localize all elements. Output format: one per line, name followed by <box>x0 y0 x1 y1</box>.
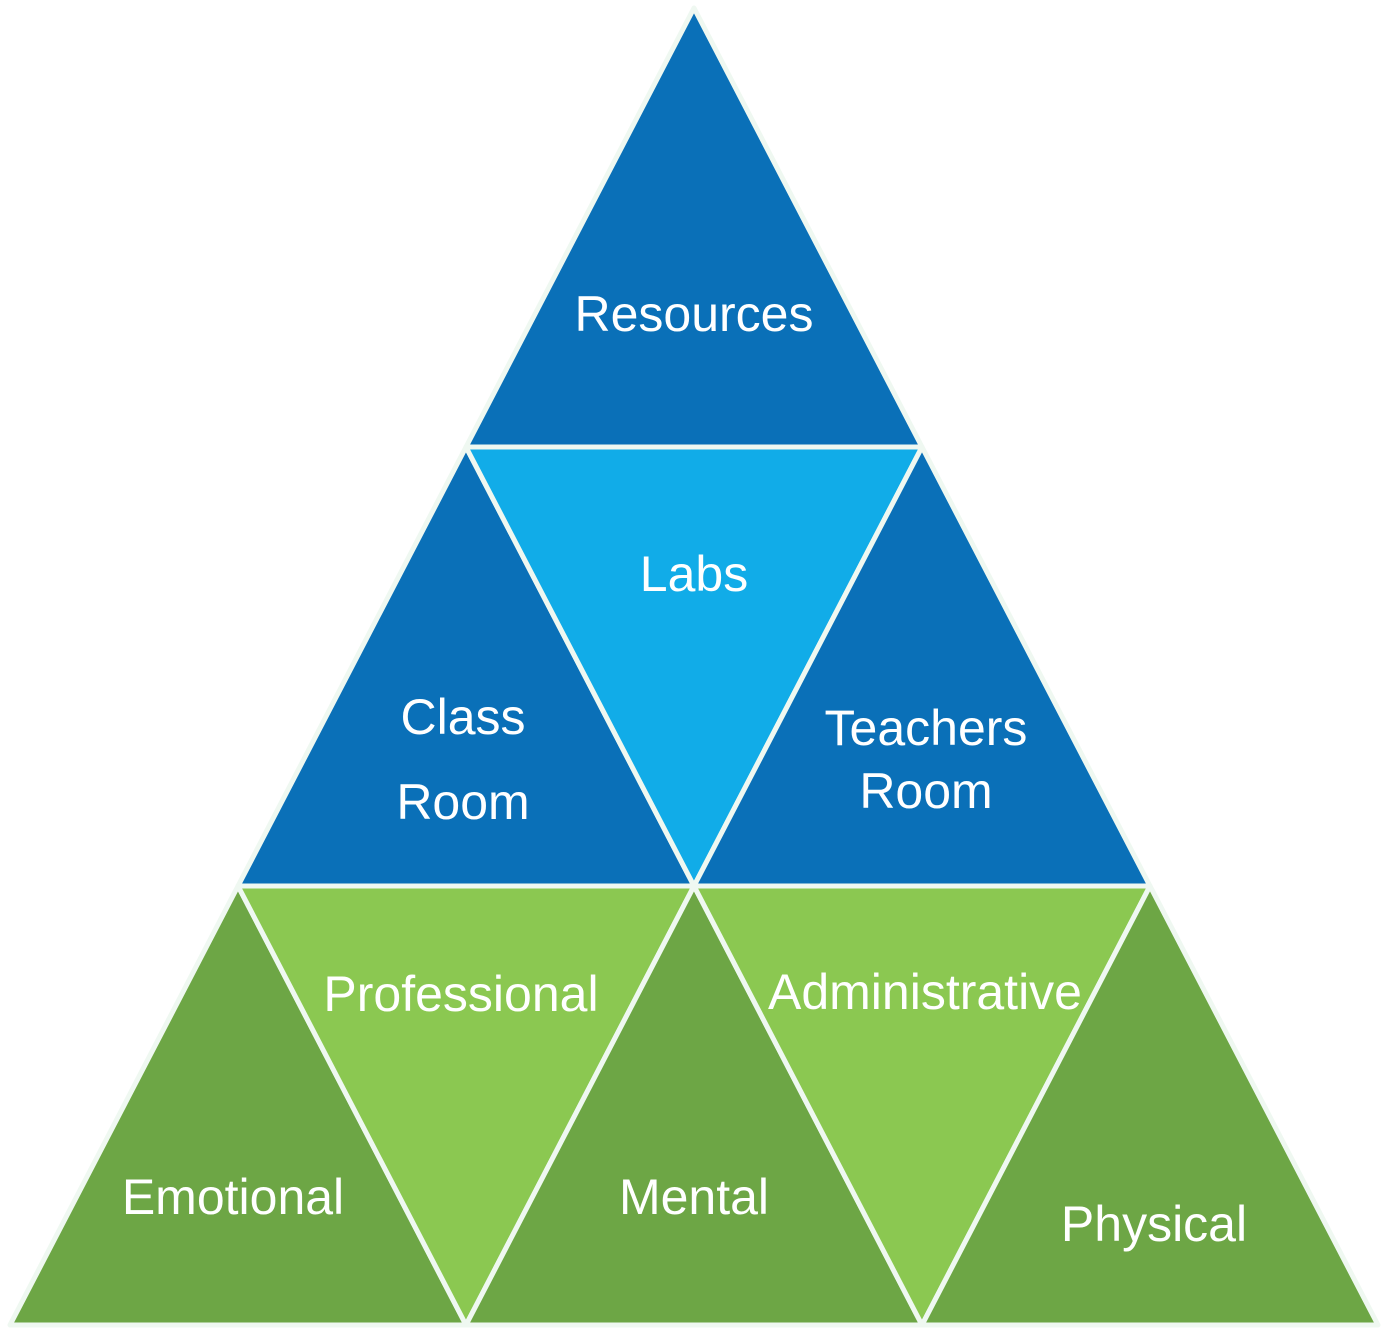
label-teachers-room-line1: Teachers <box>825 700 1028 756</box>
label-physical: Physical <box>1061 1196 1247 1252</box>
label-emotional: Emotional <box>122 1169 344 1225</box>
label-teachers-room-line2: Room <box>859 763 992 819</box>
label-administrative: Administrative <box>768 964 1082 1020</box>
label-mental: Mental <box>619 1169 769 1225</box>
cell-resources <box>463 5 925 450</box>
cell-physical <box>919 883 1381 1328</box>
label-resources: Resources <box>575 286 814 342</box>
label-class-room-line1: Class <box>400 689 525 745</box>
label-class-room-line2: Room <box>396 774 529 830</box>
label-labs: Labs <box>640 546 748 602</box>
label-professional: Professional <box>323 966 598 1022</box>
